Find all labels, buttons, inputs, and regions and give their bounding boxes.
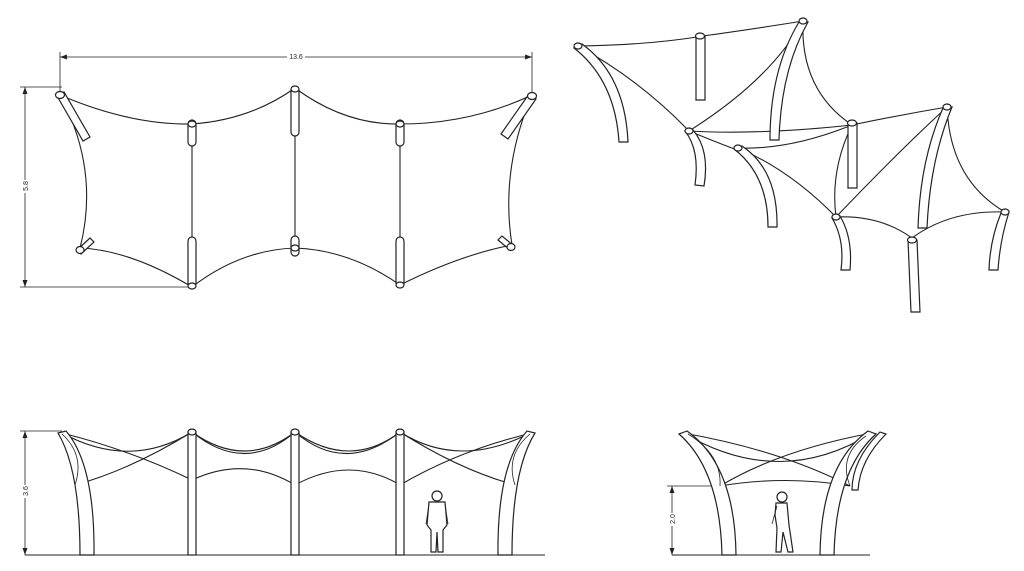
side-clearance-dimension: 2.0 [665,485,720,555]
perspective-post [694,32,706,101]
plan-depth-dimension: 5.8 [18,86,192,288]
plan-post [497,235,516,252]
plan-post [395,119,405,147]
perspective-post [906,236,921,313]
plan-post [500,91,538,140]
elevation-post [57,430,95,556]
perspective-membrane-edge [802,20,853,126]
elevation-post [290,428,300,556]
plan-post [290,235,300,257]
perspective-post [988,208,1010,271]
elevation-post [395,428,405,556]
elevation-post [497,430,536,556]
perspective-post [846,119,858,189]
plan-post [187,119,197,147]
perspective-post [831,213,852,271]
plan-post [54,90,91,142]
front-elevation: 3.6 [18,428,545,556]
plan-post [75,237,95,255]
side-post [819,430,888,556]
perspective-post [683,127,707,187]
plan-width-dimension: 13.6 [59,52,533,95]
perspective-post [732,144,778,228]
perspective-post [769,17,810,141]
perspective-post [917,103,953,229]
side-cable [682,432,873,462]
perspective-membrane-edge [737,123,854,219]
plan-post [187,236,197,290]
human-figure [425,490,449,553]
elevation-height-dimension: 3.6 [18,430,62,555]
perspective-membrane-edge [575,20,805,132]
plan-view: 13.6 5.8 [18,52,538,290]
elevation-post [187,428,197,556]
plan-width-label: 13.6 [289,54,303,61]
plan-post [395,236,405,289]
perspective-membrane-edge [834,105,1006,239]
plan-depth-label: 5.8 [23,181,30,191]
elevation-height-label: 3.6 [23,486,30,496]
side-post [677,430,737,556]
elevation-cable [74,431,516,486]
plan-post [290,85,300,137]
side-elevation: 2.0 [665,430,888,556]
human-figure [771,491,794,553]
side-clearance-label: 2.0 [670,514,677,524]
perspective-membrane-edge [688,106,948,153]
perspective-view [572,17,1010,313]
perspective-post [572,42,629,143]
